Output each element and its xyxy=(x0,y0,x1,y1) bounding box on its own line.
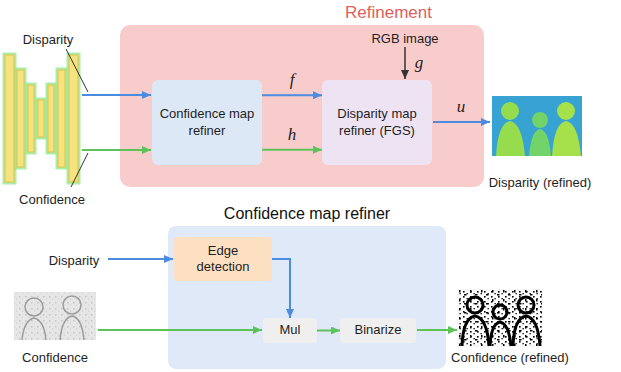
person-body xyxy=(496,121,525,156)
person-head xyxy=(501,102,519,120)
network-layer xyxy=(58,70,65,167)
person-outline xyxy=(22,318,46,340)
box-text: Binarize xyxy=(355,322,402,338)
image-ground xyxy=(458,290,542,346)
detail-panel: Confidence map refinerEdge detectionMulB… xyxy=(168,226,446,369)
confidence-arrow xyxy=(98,329,262,331)
network-layer xyxy=(5,55,14,182)
image-caption: Disparity (refined) xyxy=(489,175,592,191)
edge-label: f xyxy=(290,70,295,90)
process-box: Confidence map refiner xyxy=(152,80,262,165)
input-label: Disparity xyxy=(49,253,100,269)
layer-glow xyxy=(58,70,65,167)
person-outline xyxy=(25,298,43,316)
layer-glow xyxy=(69,55,78,182)
layer-glow xyxy=(38,100,44,137)
network-layer xyxy=(48,85,54,152)
layer-glow xyxy=(28,85,34,152)
network-glow xyxy=(5,55,78,182)
symbol-label: g xyxy=(415,53,424,73)
network-layer xyxy=(17,70,24,167)
person-outline xyxy=(513,316,540,346)
operation-box: Binarize xyxy=(340,318,416,343)
network-layer xyxy=(38,100,44,137)
input-label: Confidence xyxy=(19,192,85,208)
image-caption: Confidence (refined) xyxy=(451,350,569,366)
rgb-arrow xyxy=(404,47,406,79)
leader-line xyxy=(71,153,88,187)
person-head xyxy=(557,102,575,120)
image-grain xyxy=(14,292,96,340)
image-noise xyxy=(458,290,542,346)
group-heading: Confidence map refiner xyxy=(168,204,446,224)
flow-arrow xyxy=(262,149,322,151)
layer-glow xyxy=(48,85,54,152)
person-outline xyxy=(60,316,84,340)
image-ground xyxy=(492,96,582,156)
input-label: RGB image xyxy=(371,31,438,47)
person-head xyxy=(532,112,548,128)
flow-arrow xyxy=(262,94,322,96)
refinement-band: RefinementConfidence map refinerDisparit… xyxy=(120,25,484,187)
person-outline xyxy=(63,296,81,314)
box-text: Mul xyxy=(280,322,301,338)
layer-glow xyxy=(5,55,14,182)
network-layer xyxy=(69,55,78,182)
confidence-map-image xyxy=(14,292,96,340)
image-noise xyxy=(458,290,542,346)
input-label: Disparity xyxy=(23,32,74,48)
refined-confidence-image xyxy=(458,290,542,346)
box-text: Confidence map refiner xyxy=(158,106,256,139)
person-outline xyxy=(490,322,511,346)
disparity-arrow xyxy=(82,94,151,96)
process-box: Disparity map refiner (FGS) xyxy=(322,80,432,165)
flow-arrow xyxy=(317,330,340,332)
confidence-arrow xyxy=(82,149,151,151)
process-box: Edge detection xyxy=(174,237,272,281)
unet-network xyxy=(5,55,78,182)
box-text: Disparity map refiner (FGS) xyxy=(328,106,426,139)
operation-box: Mul xyxy=(263,318,317,343)
disparity-map-image xyxy=(492,96,582,156)
person-body xyxy=(552,121,581,156)
image-ground xyxy=(14,292,96,340)
output-arrow xyxy=(417,329,457,331)
disparity-arrow xyxy=(108,258,173,260)
person-outline xyxy=(518,297,534,313)
layer-glow xyxy=(17,70,24,167)
group-heading: Refinement xyxy=(345,3,432,23)
person-body xyxy=(529,129,551,156)
output-arrow xyxy=(433,121,490,123)
person-outline xyxy=(462,316,489,346)
person-outline xyxy=(493,305,507,319)
network-layers xyxy=(5,55,78,182)
faint-outlines xyxy=(22,296,84,340)
network-layer xyxy=(28,85,34,152)
box-text: Edge detection xyxy=(180,243,266,276)
person-outline xyxy=(467,297,483,313)
symbol-label: u xyxy=(457,97,466,117)
image-caption: Confidence xyxy=(22,350,88,366)
leader-line xyxy=(66,49,88,92)
binary-outlines xyxy=(462,297,540,346)
flow-arrow xyxy=(272,259,290,318)
edge-label: h xyxy=(288,124,297,144)
